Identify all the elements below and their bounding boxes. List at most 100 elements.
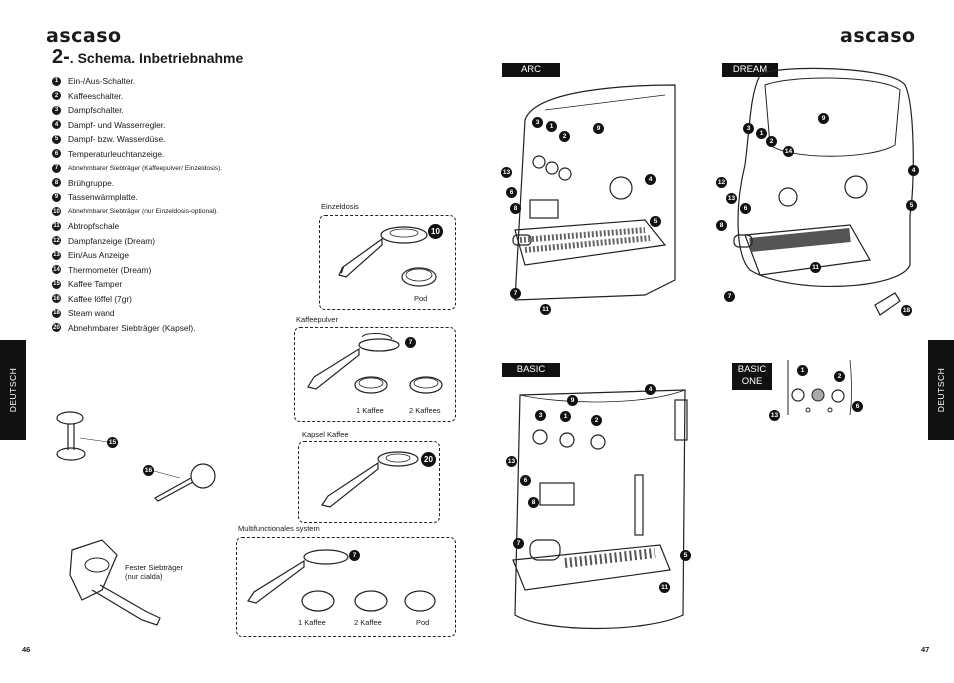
section-number: 2- bbox=[52, 46, 70, 68]
kaffeepulver-illustration bbox=[307, 333, 443, 394]
tamper-illustration bbox=[56, 411, 109, 461]
legend-text: Temperaturleuchtanzeige. bbox=[68, 148, 165, 159]
caption-multi-1-kaffee: 1 Kaffee bbox=[298, 618, 326, 627]
legend-text: Dampf- bzw. Wasserdüse. bbox=[68, 134, 166, 145]
arc-callout-4: 4 bbox=[645, 174, 656, 185]
legend-item: 18 Steam wand bbox=[52, 306, 312, 321]
basic-callout-7: 7 bbox=[513, 538, 524, 549]
einzeldosis-title: Einzeldosis bbox=[321, 202, 359, 211]
panel-label-arc: ARC bbox=[502, 63, 560, 77]
basic-callout-13: 13 bbox=[506, 456, 517, 467]
legend-number-badge: 14 bbox=[52, 265, 61, 275]
legend-number-badge: 4 bbox=[52, 120, 61, 130]
dream-callout-5: 5 bbox=[906, 200, 917, 211]
basic-one-panel-illustration bbox=[787, 359, 852, 416]
kapsel-title: Kapsel Kaffee bbox=[302, 430, 349, 439]
caption-2-kaffees: 2 Kaffees bbox=[409, 406, 441, 415]
basic-machine-illustration bbox=[512, 389, 688, 630]
basic-callout-4: 4 bbox=[645, 384, 656, 395]
basic-callout-3: 3 bbox=[535, 410, 546, 421]
legend-item: 16 Kaffee löffel (7gr) bbox=[52, 292, 312, 307]
page-number-right: 47 bbox=[921, 645, 930, 654]
basic-callout-11: 11 bbox=[659, 582, 670, 593]
legend-text: Abtropfschale bbox=[68, 221, 120, 232]
dream-callout-4: 4 bbox=[908, 165, 919, 176]
legend-number-badge: 2 bbox=[52, 91, 61, 101]
arc-callout-9: 9 bbox=[593, 123, 604, 134]
legend-number-badge: 12 bbox=[52, 236, 61, 246]
multi-title: Multifunctionales system bbox=[238, 524, 320, 533]
arc-callout-8: 8 bbox=[510, 203, 521, 214]
callout-10: 10 bbox=[428, 224, 443, 239]
panel-label-basic: BASIC bbox=[502, 363, 560, 377]
callout-16: 16 bbox=[143, 465, 154, 476]
page-title: 2-. Schema. Inbetriebnahme bbox=[52, 46, 243, 69]
kaffeepulver-box bbox=[294, 327, 456, 422]
arc-machine-illustration bbox=[512, 84, 676, 301]
basic-one-callout-13: 13 bbox=[769, 410, 780, 421]
legend-item: 20 Abnehmbarer Siebträger (Kapsel). bbox=[52, 321, 312, 336]
basic-one-callout-1: 1 bbox=[797, 365, 808, 376]
dream-callout-6: 6 bbox=[740, 203, 751, 214]
callout-7-kaffeepulver: 7 bbox=[405, 337, 416, 348]
dream-callout-7: 7 bbox=[724, 291, 735, 302]
legend-item: 14 Thermometer (Dream) bbox=[52, 263, 312, 278]
dream-callout-14: 14 bbox=[783, 146, 794, 157]
basic-one-callout-6: 6 bbox=[852, 401, 863, 412]
multi-illustration bbox=[247, 549, 436, 612]
caption-multi-2-kaffee: 2 Kaffee bbox=[354, 618, 382, 627]
legend-number-badge: 10 bbox=[52, 207, 61, 217]
kapsel-box bbox=[298, 441, 440, 523]
legend-number-badge: 8 bbox=[52, 178, 61, 188]
legend-number-badge: 18 bbox=[52, 308, 61, 318]
legend-item: 4 Dampf- und Wasserregler. bbox=[52, 118, 312, 133]
legend-text: Ein-/Aus-Schalter. bbox=[68, 76, 136, 87]
basic-callout-9: 9 bbox=[567, 395, 578, 406]
legend-text: Thermometer (Dream) bbox=[68, 264, 152, 275]
dream-callout-8: 8 bbox=[716, 220, 727, 231]
callout-15: 15 bbox=[107, 437, 118, 448]
legend-text: Abnehmbarer Siebträger (Kapsel). bbox=[68, 322, 196, 333]
callout-20: 20 bbox=[421, 452, 436, 467]
einzeldosis-pod-caption: Pod bbox=[414, 294, 428, 303]
legend-text: Steam wand bbox=[68, 308, 115, 319]
arc-callout-6: 6 bbox=[506, 187, 517, 198]
kaffeepulver-title: Kaffeepulver bbox=[296, 315, 338, 324]
callout-7-multi: 7 bbox=[349, 550, 360, 561]
panel-label-basic-one: BASIC ONE bbox=[732, 363, 772, 390]
legend-item: 1 Ein-/Aus-Schalter. bbox=[52, 74, 312, 89]
legend-number-badge: 3 bbox=[52, 105, 61, 115]
legend-number-badge: 20 bbox=[52, 323, 61, 333]
legend-number-badge: 15 bbox=[52, 279, 61, 289]
legend-text: Dampf- und Wasserregler. bbox=[68, 119, 166, 130]
dream-callout-11: 11 bbox=[810, 262, 821, 273]
legend-number-badge: 16 bbox=[52, 294, 61, 304]
caption-1-kaffee: 1 Kaffee bbox=[356, 406, 384, 415]
kapsel-illustration bbox=[321, 451, 419, 508]
legend-item: 3 Dampfschalter. bbox=[52, 103, 312, 118]
legend-number-badge: 1 bbox=[52, 76, 61, 86]
page-number-left: 46 bbox=[22, 645, 31, 654]
arc-callout-13: 13 bbox=[501, 167, 512, 178]
legend-text: Abnehmbarer Siebträger (nur Einzeldosis-… bbox=[68, 208, 219, 216]
language-tab-left: DEUTSCH bbox=[0, 340, 26, 440]
brand-logo-right: ascaso bbox=[840, 25, 916, 47]
basic-callout-1: 1 bbox=[560, 411, 571, 422]
legend-text: Dampfschalter. bbox=[68, 105, 124, 116]
legend-number-badge: 9 bbox=[52, 192, 61, 202]
dream-callout-1: 1 bbox=[756, 128, 767, 139]
basic-callout-6: 6 bbox=[520, 475, 531, 486]
language-tab-right: DEUTSCH bbox=[928, 340, 954, 440]
basic-one-callout-2: 2 bbox=[834, 371, 845, 382]
legend-text: Kaffee löffel (7gr) bbox=[68, 293, 132, 304]
basic-callout-8: 8 bbox=[528, 497, 539, 508]
